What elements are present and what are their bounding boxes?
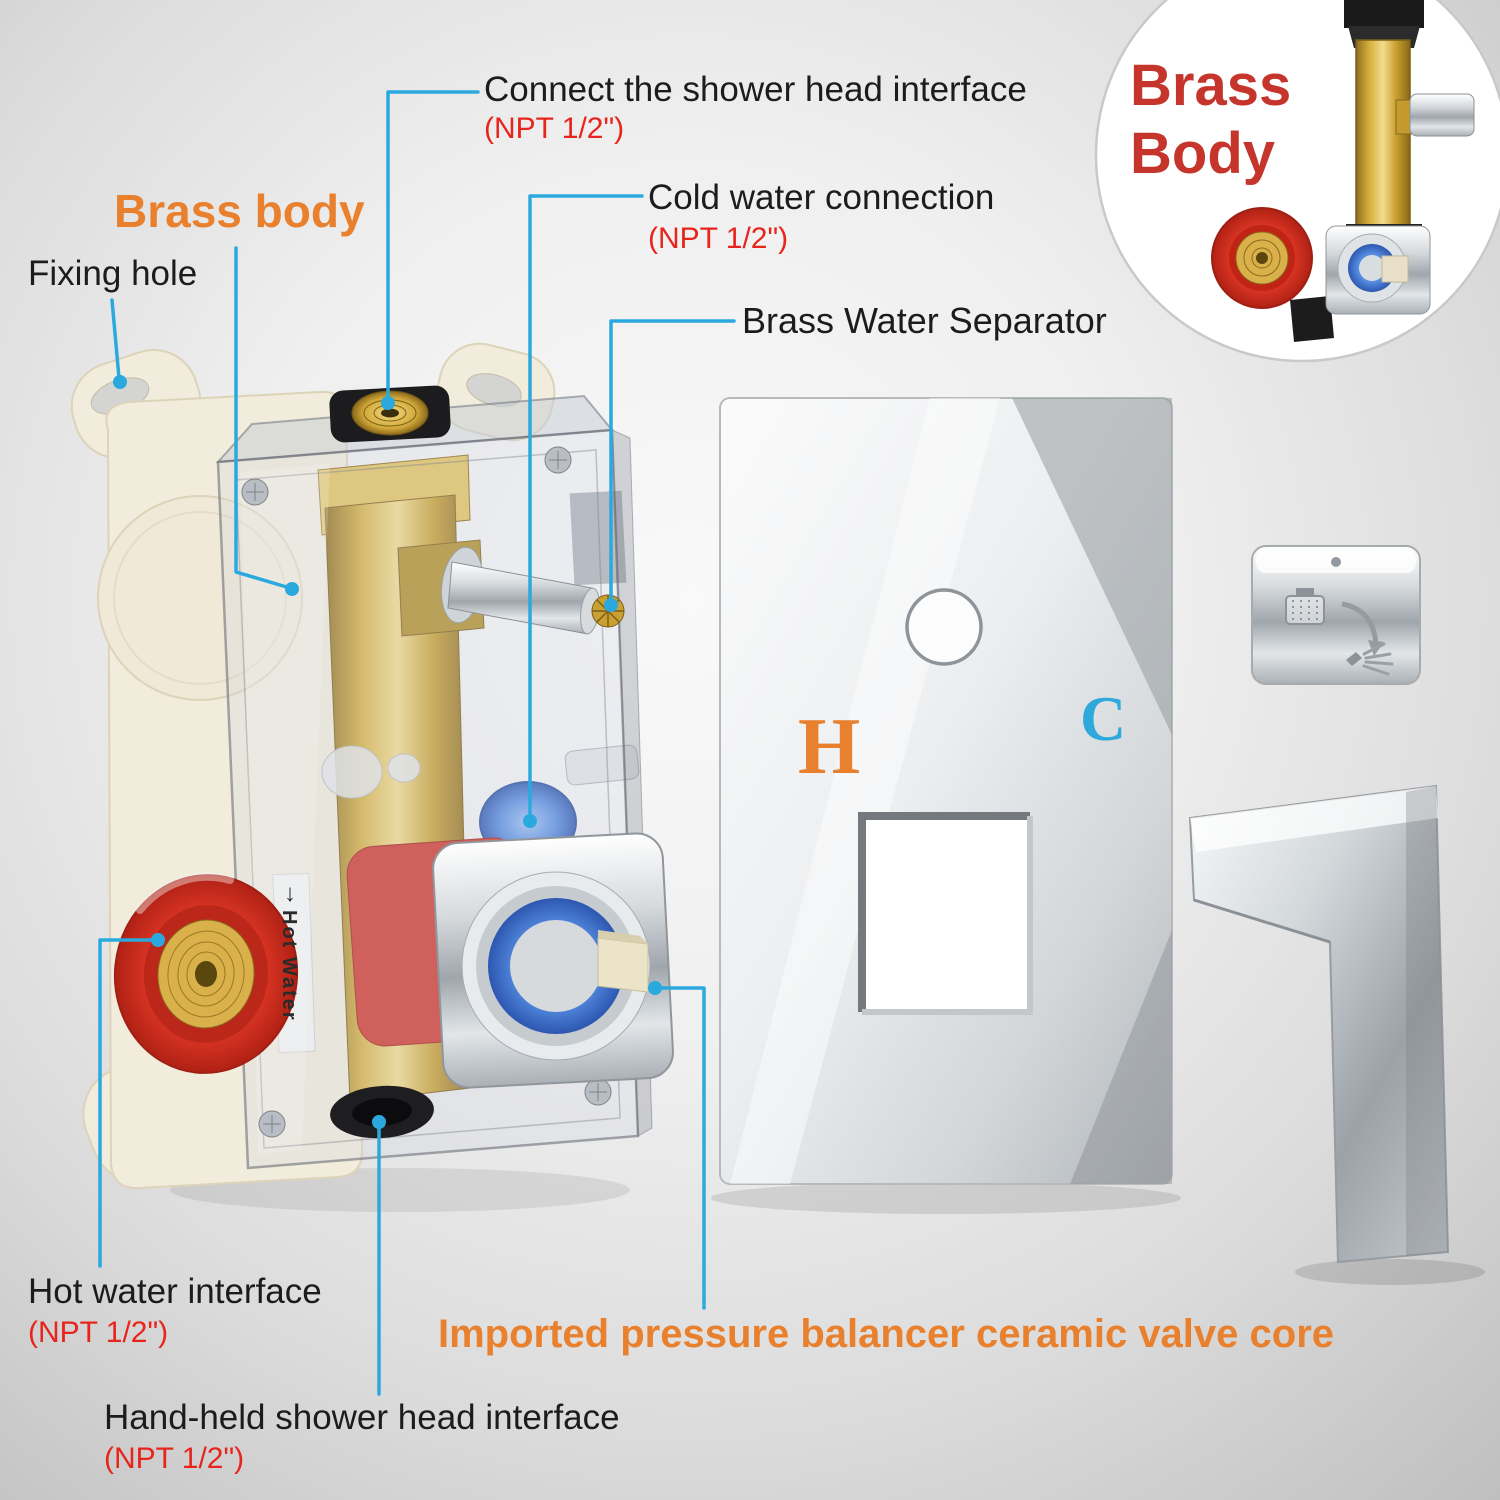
label-connect-shower: Connect the shower head interface (484, 70, 1027, 109)
trim-plate (719, 397, 1173, 1185)
hot-water-port (113, 872, 299, 1074)
cover-screws (241, 446, 612, 1138)
ceramic-core-stem (597, 937, 649, 993)
inset-title: Brass Body (1130, 52, 1291, 189)
valve-assembly (70, 342, 674, 1190)
leader-hot-water (98, 938, 156, 1268)
leader-connect-shower (386, 90, 480, 402)
trim-screw-dot (1331, 557, 1341, 567)
label-valve-core: Imported pressure balancer ceramic valve… (438, 1312, 1335, 1356)
plate-dome (97, 495, 303, 701)
label-brass-body: Brass body (114, 185, 365, 237)
hand-shower-icon (1346, 642, 1394, 676)
leader-valve-core (658, 986, 706, 1310)
hot-water-arrow-marking: ↓ (284, 880, 296, 907)
label-handheld-npt: (NPT 1/2") (104, 1442, 245, 1475)
label-fixing-hole: Fixing hole (28, 254, 198, 293)
inset-mini-valve (1211, 0, 1475, 342)
inset-badge (1094, 0, 1500, 363)
label-cold-water-npt: (NPT 1/2") (648, 222, 789, 255)
rain-shower-icon (1285, 588, 1325, 625)
leader-lines (98, 90, 736, 1396)
label-cold-water: Cold water connection (648, 178, 995, 217)
label-water-separator: Brass Water Separator (742, 300, 1107, 341)
plate-hot-letter: H (798, 703, 861, 791)
leader-cold-water (528, 194, 644, 820)
label-connect-shower-npt: (NPT 1/2") (484, 112, 625, 145)
diverter-button-hole (905, 588, 983, 666)
leader-fixing-hole (110, 298, 121, 380)
hot-water-text-marking: Hot Water (278, 910, 300, 1022)
diverter-trim (1251, 545, 1421, 685)
label-hot-water: Hot water interface (28, 1272, 322, 1311)
shower-head-port (329, 385, 451, 443)
shadows (170, 1168, 1485, 1285)
plate-cold-letter: C (1080, 683, 1127, 754)
inset-title-line2: Body (1130, 121, 1275, 187)
label-handheld: Hand-held shower head interface (104, 1398, 620, 1437)
label-hot-water-npt: (NPT 1/2") (28, 1316, 169, 1349)
handheld-shower-port (330, 1085, 434, 1139)
leader-water-separator (609, 319, 736, 602)
handle-hole (862, 816, 1030, 1012)
inset-title-line1: Brass (1130, 53, 1292, 118)
handle-lever (1188, 784, 1450, 1264)
valve-core-housing (432, 832, 674, 1089)
leader-brass-body (234, 246, 292, 590)
